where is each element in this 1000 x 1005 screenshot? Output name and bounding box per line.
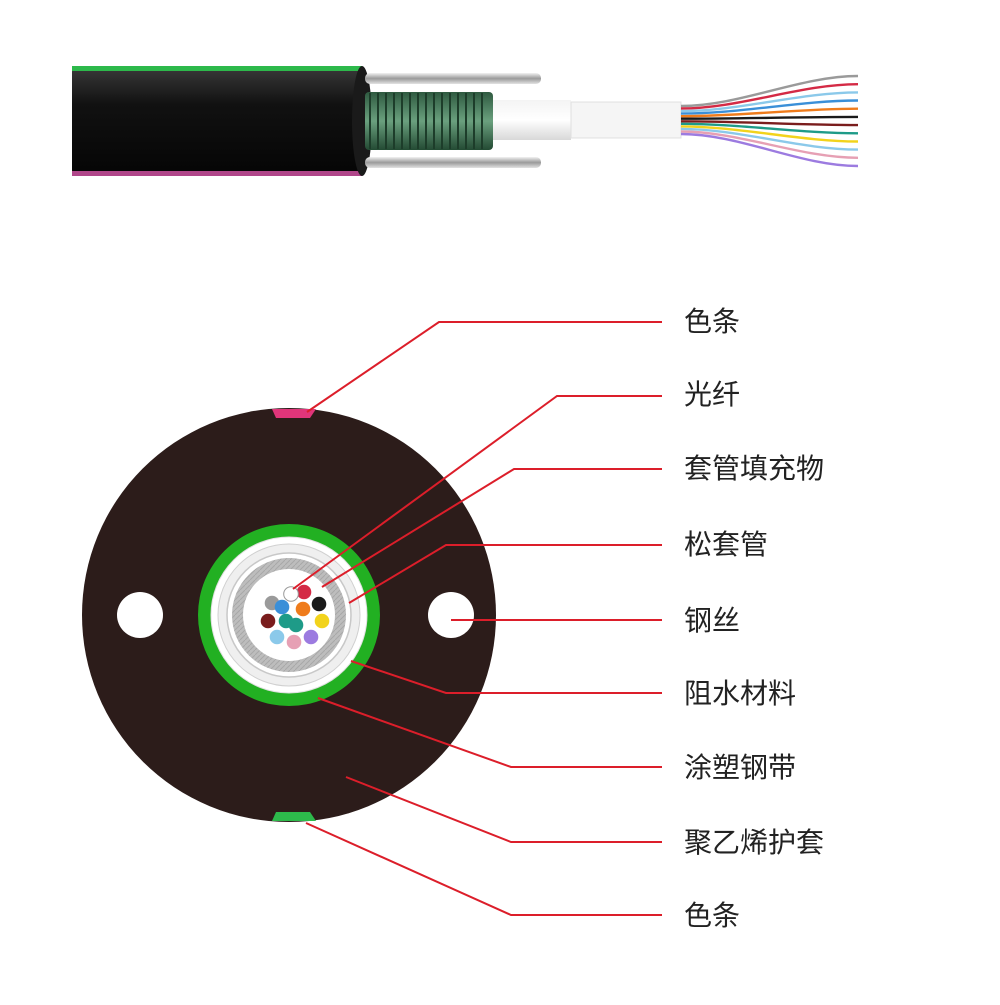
steel-wire-side-bottom — [365, 157, 541, 168]
fiber-strand — [680, 91, 859, 113]
label-6: 阻水材料 — [684, 677, 797, 710]
leader-line-9 — [305, 822, 662, 916]
corrugation-ridges — [369, 93, 483, 149]
optical-fibers — [260, 584, 330, 650]
leader-line-4 — [348, 544, 662, 604]
leader-lines — [292, 321, 662, 916]
color-stripe-top — [272, 409, 316, 418]
color-stripe-bottom — [272, 812, 316, 821]
optical-fiber — [260, 613, 276, 629]
fiber-strand — [680, 83, 859, 110]
steel-wire-right — [428, 592, 474, 638]
cable-side-view — [72, 66, 859, 176]
leader-line-1 — [306, 321, 662, 413]
label-1: 色条 — [684, 305, 741, 338]
label-4: 松套管 — [684, 528, 769, 561]
fiber-strand — [680, 115, 859, 120]
label-2: 光纤 — [684, 378, 741, 411]
optical-fiber — [286, 634, 302, 650]
steel-wire-left — [117, 592, 163, 638]
fiber-strand — [680, 127, 859, 151]
fiber-strand — [680, 107, 859, 118]
label-7: 涂塑钢带 — [684, 751, 797, 784]
steel-wire-side-top — [365, 73, 541, 84]
fiber-strand — [680, 125, 859, 143]
optical-fiber — [314, 613, 330, 629]
label-8: 聚乙烯护套 — [684, 826, 825, 859]
leader-line-3 — [321, 468, 662, 588]
label-9: 色条 — [684, 899, 741, 932]
leader-line-6 — [350, 660, 662, 694]
fiber-fan-out — [680, 74, 859, 168]
loose-tube-side — [493, 100, 571, 140]
corrugated-steel-tape-side — [365, 92, 493, 150]
optical-fiber — [283, 586, 299, 602]
leader-line-8 — [345, 776, 662, 843]
bottom-color-stripe — [72, 171, 362, 176]
inner-tube-side — [570, 101, 682, 139]
optical-fiber — [274, 599, 290, 615]
outer-jacket-side — [72, 66, 362, 176]
optical-fiber — [311, 596, 327, 612]
fiber-strand — [680, 130, 859, 159]
fiber-strand — [680, 132, 859, 168]
top-color-stripe — [72, 66, 362, 71]
label-3: 套管填充物 — [684, 452, 825, 485]
optical-fiber — [296, 584, 312, 600]
optical-fiber — [295, 601, 311, 617]
fiber-strand — [680, 122, 859, 135]
label-5: 钢丝 — [684, 604, 741, 637]
fiber-strand — [680, 120, 859, 127]
fiber-strand — [680, 99, 859, 115]
optical-fiber — [303, 629, 319, 645]
leader-line-7 — [317, 697, 662, 768]
optical-fiber — [288, 617, 304, 633]
leader-line-2 — [292, 395, 662, 590]
cable-cross-section — [82, 408, 496, 822]
fiber-strand — [680, 74, 859, 108]
optical-fiber — [269, 629, 285, 645]
